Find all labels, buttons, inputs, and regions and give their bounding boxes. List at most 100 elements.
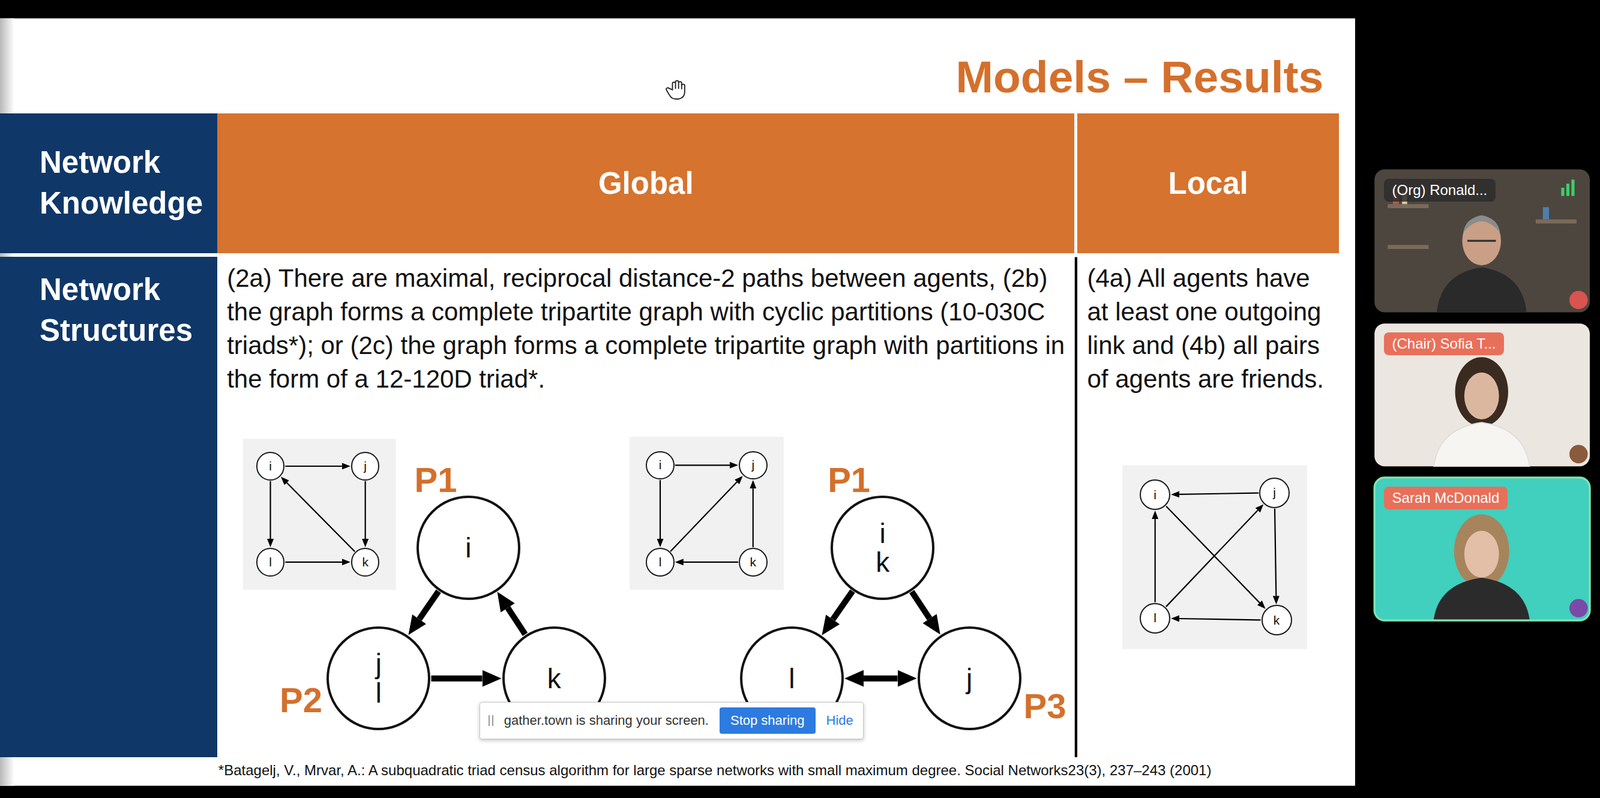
partition-arrow — [863, 675, 898, 682]
book — [1542, 207, 1549, 220]
partition-label: P1 — [414, 459, 458, 500]
vertex-label: i — [658, 456, 662, 474]
graph-vertex: l — [256, 547, 286, 577]
graph-arc — [1154, 519, 1156, 603]
participant-name: (Chair) Sofia T... — [1392, 335, 1497, 353]
footnote: *Batagelj, V., Mrvar, A.: A subquadratic… — [218, 762, 1212, 779]
graph-arc — [675, 464, 730, 466]
partition-arrow — [419, 591, 439, 620]
column-divider — [1074, 257, 1078, 758]
video-frame — [1374, 323, 1590, 467]
vertex-label: j — [1272, 484, 1276, 502]
participant-name-tag: (Org) Ronald... — [1383, 178, 1497, 202]
partition-members: k — [544, 664, 564, 694]
graph-panel — [629, 436, 784, 590]
table-cell: (4a) All agents have at least one outgoi… — [1077, 256, 1339, 757]
graph-arc — [1166, 506, 1260, 604]
partition-circle: i — [416, 495, 521, 600]
graph-arc — [1179, 493, 1259, 495]
partition-members: l — [781, 664, 802, 694]
graph-vertex: k — [351, 547, 380, 577]
header-text: Network Knowledge — [39, 142, 213, 224]
partition-circle: j l — [326, 626, 431, 731]
person-hair — [1454, 514, 1510, 588]
slide-area — [0, 18, 1356, 787]
person-shoulders — [1433, 577, 1530, 620]
vertex-label: l — [268, 553, 272, 571]
video-tile — [1374, 477, 1590, 621]
graph-arc — [659, 480, 661, 539]
graph-arc — [286, 483, 355, 553]
partition-label: P3 — [1023, 685, 1067, 727]
vertex-label: j — [363, 457, 367, 475]
partition-arrow — [507, 607, 526, 635]
slide-title: Models – Results — [956, 51, 1324, 103]
graph-vertex: i — [1139, 479, 1171, 511]
partition-members: j — [959, 664, 979, 694]
vertex-label: l — [1153, 609, 1157, 627]
vertex-label: i — [268, 457, 272, 475]
screen-share-bar: gather.town is sharing your screen.HideS… — [479, 702, 864, 740]
header-text: Network Structures — [39, 269, 213, 352]
partition-arrow — [911, 591, 930, 619]
signal-bar — [1566, 183, 1570, 196]
participant-name-tag: Sarah McDonald — [1383, 486, 1509, 510]
graph-panel — [243, 438, 397, 590]
partition-members: i — [458, 533, 478, 563]
graph-arc — [1274, 508, 1276, 597]
graph-vertex: i — [645, 451, 675, 481]
partition-circle: j — [917, 626, 1022, 731]
graph-panel — [1122, 465, 1308, 650]
graph-arc — [285, 465, 343, 467]
participant-name: (Org) Ronald... — [1392, 181, 1488, 199]
hand-cursor-shape — [666, 80, 685, 100]
table-cell: (2a) There are maximal, reciprocal dista… — [217, 256, 1076, 757]
graph-arc — [1179, 618, 1261, 620]
graph-arc — [683, 561, 739, 563]
graph-vertex: i — [256, 451, 286, 481]
graph-arc — [285, 561, 343, 563]
button-label: Stop sharing — [730, 712, 805, 729]
graph-vertex: k — [1261, 604, 1293, 636]
video-frame — [1374, 477, 1590, 621]
header-cell: Network Structures — [0, 256, 218, 757]
vertex-label: k — [361, 553, 369, 571]
shelf — [1387, 244, 1429, 250]
header-text: Local — [1167, 165, 1248, 202]
partition-members: j l — [369, 649, 389, 708]
signal-bar — [1560, 187, 1564, 197]
graph-arc — [1166, 510, 1258, 608]
graph-arc — [269, 481, 271, 539]
video-tile — [1374, 323, 1590, 467]
partition-label: P2 — [279, 679, 323, 721]
graph-arc — [670, 481, 737, 552]
glasses — [1467, 240, 1497, 242]
signal-bar — [1571, 179, 1575, 196]
person-hair — [1463, 215, 1500, 233]
person-head — [1464, 372, 1500, 420]
cell-text: (4a) All agents have at least one outgoi… — [1086, 261, 1332, 396]
shelf — [1535, 219, 1577, 224]
vertex-label: k — [750, 553, 757, 571]
header-cell: Network Knowledge — [0, 113, 218, 254]
video-tile — [1374, 169, 1590, 313]
share-notice: Hide — [826, 712, 854, 729]
graph-vertex: j — [738, 451, 768, 481]
vertex-label: i — [1153, 486, 1157, 504]
graph-vertex: k — [738, 547, 768, 577]
hand-cursor — [666, 80, 685, 100]
partition-circle: i k — [830, 495, 935, 600]
avatar-badge — [1569, 445, 1588, 464]
graph-arc — [364, 481, 367, 539]
graph-vertex: l — [645, 547, 675, 577]
header-cell: Global — [217, 113, 1075, 254]
vertex-label: k — [1273, 612, 1281, 629]
avatar-badge — [1569, 598, 1588, 618]
partition-members: i k — [873, 519, 893, 578]
graph-vertex: j — [1259, 477, 1290, 509]
graph-vertex: l — [1139, 603, 1171, 634]
video-frame — [1374, 169, 1590, 313]
person-hair — [1455, 357, 1509, 427]
avatar-badge — [1569, 291, 1588, 310]
